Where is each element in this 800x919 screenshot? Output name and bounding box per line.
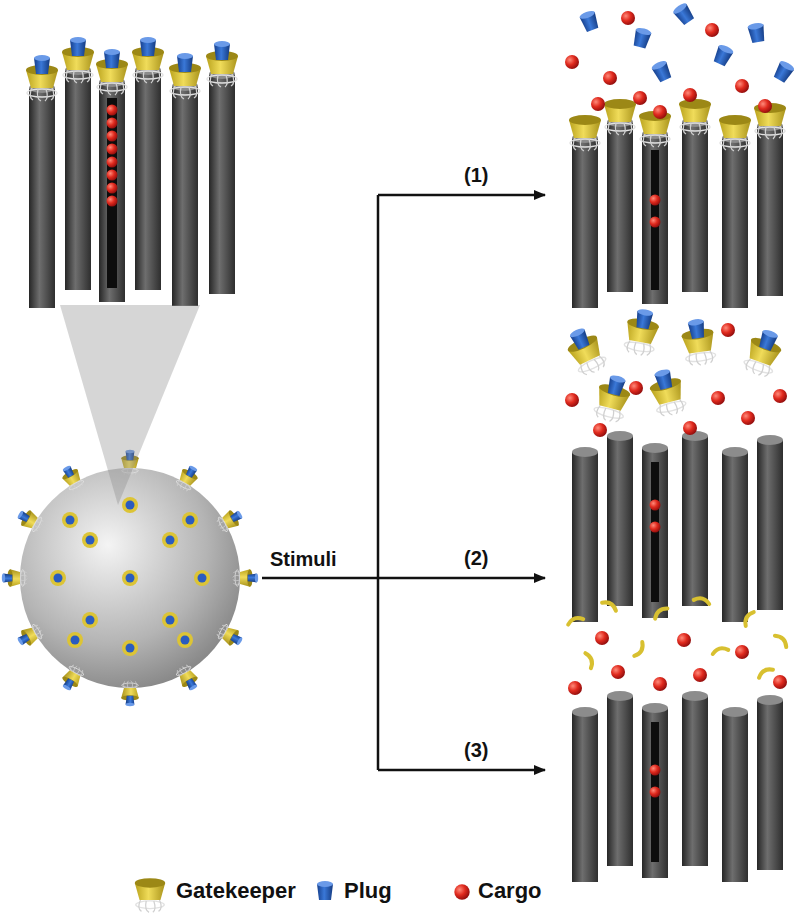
open-pore bbox=[107, 98, 117, 288]
plug-sample bbox=[317, 881, 333, 900]
capped-pore bbox=[26, 55, 58, 101]
legend-text: Gatekeeper bbox=[176, 878, 296, 904]
pore-wall bbox=[209, 69, 235, 294]
outcome-gatekeeper-release bbox=[562, 307, 787, 622]
nanoparticle bbox=[2, 450, 258, 706]
pore-wall bbox=[65, 65, 91, 290]
capped-pore bbox=[169, 53, 201, 99]
pore-wall bbox=[29, 83, 55, 308]
pore-wall bbox=[99, 77, 125, 302]
cargo-sample bbox=[454, 884, 469, 899]
stimulus-arrows bbox=[262, 195, 545, 770]
outcome-gatekeeper-degradation bbox=[567, 596, 789, 882]
zoom-cone bbox=[60, 305, 200, 505]
pathway-number: (3) bbox=[464, 739, 488, 762]
capped-pore bbox=[132, 37, 164, 83]
pathway-number: (1) bbox=[464, 164, 488, 187]
legend-samples bbox=[135, 878, 470, 912]
zoomed-pores bbox=[26, 37, 238, 308]
capped-pore bbox=[206, 41, 238, 87]
stimulus-label: Stimuli bbox=[270, 548, 337, 571]
outcome-plug-release bbox=[565, 1, 795, 308]
capped-pore bbox=[96, 49, 128, 95]
pathway-number: (2) bbox=[464, 547, 488, 570]
pore-wall bbox=[135, 65, 161, 290]
legend-text: Plug bbox=[344, 878, 392, 904]
legend-text: Cargo bbox=[478, 878, 542, 904]
cargo-stack bbox=[107, 105, 118, 207]
gatekeeper-sample bbox=[135, 878, 165, 912]
pore-wall bbox=[172, 81, 198, 306]
capped-pore bbox=[62, 37, 94, 83]
